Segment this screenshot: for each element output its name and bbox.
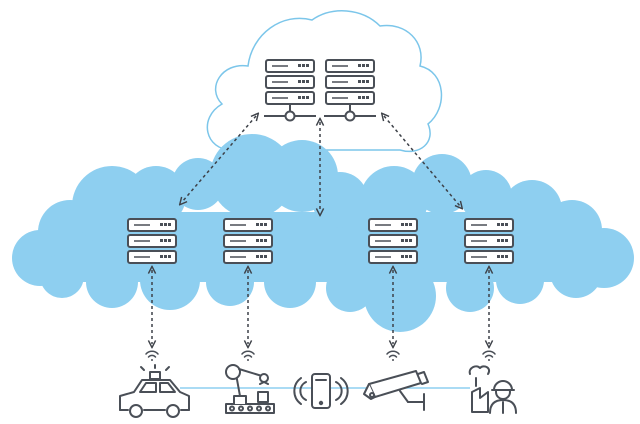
edge-server-3 (368, 218, 418, 264)
wifi-signal-icon (386, 350, 400, 362)
edge-server-1 (127, 218, 177, 264)
wifi-signal-icon (241, 350, 255, 362)
police-car-icon (119, 364, 190, 418)
central-cloud (206, 10, 443, 153)
security-camera-icon (363, 370, 429, 411)
arrow-central-to-edge-1 (182, 116, 256, 202)
factory-worker-icon (468, 365, 517, 414)
rack-server-icon (464, 218, 514, 264)
edge-server-4 (464, 218, 514, 264)
smartphone-icon (293, 373, 349, 409)
arrow-central-to-edge-4 (384, 116, 460, 206)
rack-server-icon (127, 218, 177, 264)
industrial-robot-arm-icon (225, 364, 275, 414)
rack-server-icon (223, 218, 273, 264)
wifi-signal-icon (482, 350, 496, 362)
rack-server-icon (368, 218, 418, 264)
wifi-signal-icon (145, 350, 159, 362)
edge-cloud (12, 134, 634, 332)
edge-server-2 (223, 218, 273, 264)
